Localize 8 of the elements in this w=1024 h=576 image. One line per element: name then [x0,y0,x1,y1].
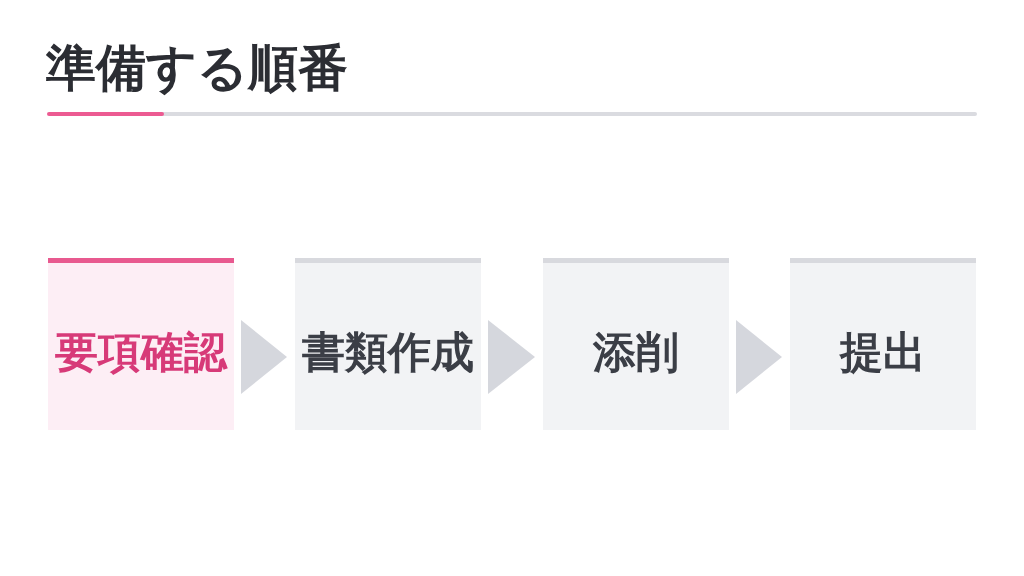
arrow [736,320,782,394]
step-box: 添削 [543,258,729,430]
step-box: 提出 [790,258,976,430]
step-box: 要項確認 [48,258,234,430]
arrow [241,320,287,394]
title: 準備する順番 [46,41,348,95]
step-box: 書類作成 [295,258,481,430]
arrow [488,320,535,394]
